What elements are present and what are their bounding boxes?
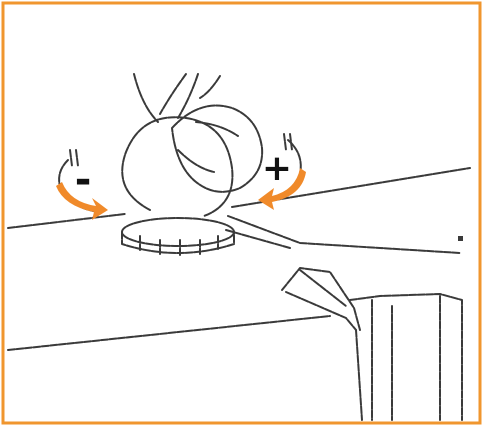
appliance-body — [282, 268, 462, 420]
frame-border — [3, 3, 480, 423]
hand-icon — [134, 74, 262, 192]
knob-icon — [122, 117, 234, 255]
surface-mark — [458, 236, 463, 241]
surface-line-top — [8, 214, 125, 228]
surface-bottom-line — [8, 316, 330, 350]
surface-front-edge — [228, 216, 460, 253]
surface-corner-line — [226, 230, 290, 248]
increase-sign: + — [262, 148, 292, 189]
decrease-sign: - — [75, 157, 92, 203]
